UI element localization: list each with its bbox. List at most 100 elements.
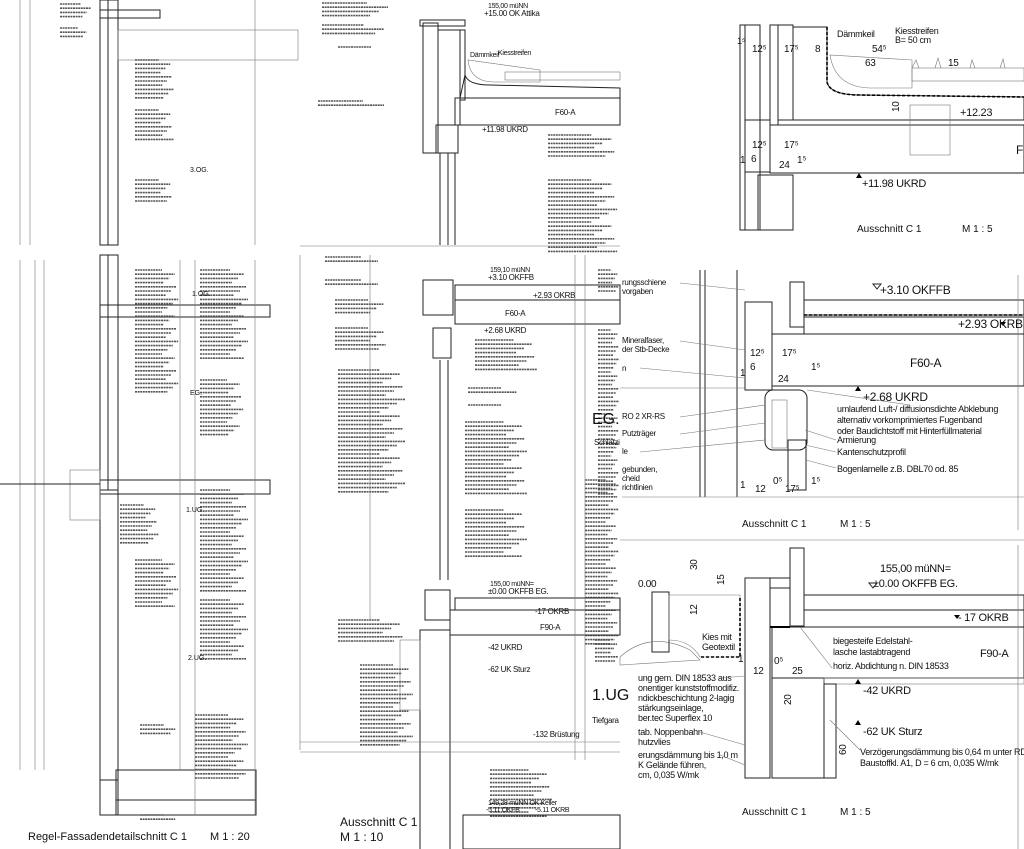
wall-section-m10-panel: 159,10 müNN +3.10 OKFFB +2.93 OKRB F60-A…: [299, 255, 629, 849]
dim-label: 17⁵: [782, 348, 797, 359]
lower-ukrd-label: -42 UKRD: [488, 643, 523, 652]
annotation: richtlinien: [622, 483, 653, 492]
slab-label-partial: F: [1016, 143, 1023, 157]
roof-detail-m5-panel: Dämmkeil Kiesstreifen B= 50 cm 54⁵ 63 15…: [737, 24, 1024, 235]
annotation: erungsdämmung bis 1,0 m: [638, 750, 738, 760]
gravel-label: Geotextil: [702, 642, 735, 652]
base-detail-caption: Ausschnitt C 1: [742, 807, 807, 818]
dim-label: 1⁵: [811, 362, 820, 373]
gravel-width-label: B= 50 cm: [895, 35, 931, 45]
okrb-label: - 17 OKRB: [958, 612, 1009, 624]
dim-label: 8: [815, 44, 821, 55]
gravel-label: Kies mit: [702, 632, 732, 642]
dim-label: 1: [740, 368, 746, 379]
dim-label: 17⁵: [784, 140, 799, 151]
facade-title: Regel-Fassadendetailschnitt C 1: [28, 831, 187, 843]
annotation: cheid: [622, 474, 640, 483]
left-annotation-list: rungsschiene vorgaben Mineralfaser, der …: [622, 278, 670, 492]
annotation: RO 2 XR-RS: [622, 412, 665, 421]
floor-label-2ug: 2.UG.: [188, 655, 206, 662]
dim-label: 17⁵: [785, 484, 800, 495]
floor-label-1og: 1.OG.: [192, 291, 211, 298]
annotation: umlaufend Luft-/ diffusionsdichte Abkleb…: [837, 404, 998, 414]
annotation: Kantenschutzprofil: [837, 447, 906, 457]
annotation: tab. Noppenbahn: [638, 727, 703, 737]
cellar-okfb-label: -5.11 OKFB: [486, 807, 520, 814]
dim-label: 1: [738, 654, 744, 665]
lower-okrb-label: -17 OKRB: [535, 607, 569, 616]
annotation: cm, 0,035 W/mk: [638, 770, 700, 780]
base-detail-scale: M 1 : 5: [840, 807, 871, 818]
roof-detail-scale: M 1 : 5: [962, 224, 993, 235]
ukrd-label: +11.98 UKRD: [862, 178, 926, 190]
room-label-tiefgarage: Tiefgara: [592, 716, 620, 725]
lower-sturz-label: -62 UK Sturz: [488, 665, 530, 674]
gravel-strip-label: Kiesstreifen: [498, 50, 531, 57]
ukrd-label: +2.68 UKRD: [863, 390, 928, 404]
slab-label: F60-A: [555, 108, 576, 117]
dim-label: 12⁵: [752, 140, 767, 151]
sturz-label: -62 UK Sturz: [863, 726, 922, 738]
annotation: alternativ vorkomprimiertes Fugenband: [837, 415, 982, 425]
okffb-label: +3.10 OKFFB: [880, 283, 951, 297]
dim-label: 12: [755, 484, 766, 495]
ground-level-label: 0.00: [638, 579, 657, 590]
base-detail-m5-panel: 155,00 müNN= ±0.00 OKFFB EG. 0.00 - 17 O…: [619, 539, 1024, 849]
dim-label: 1⁵: [797, 155, 806, 166]
dim-label: 17⁵: [784, 44, 799, 55]
attika-level-label: +15.00 OK Attika: [484, 9, 540, 18]
dim-label: 6: [750, 362, 756, 373]
slab-label: F90-A: [980, 648, 1009, 660]
dim-label: 12: [753, 666, 764, 677]
annotation: gebunden,: [622, 465, 657, 474]
floor-label-1ug: 1.UG.: [186, 507, 204, 514]
annotation: stärkungseinlage,: [638, 703, 703, 713]
upper-ukrd-label: +2.68 UKRD: [484, 326, 527, 335]
annotation: Verzögerungsdämmung bis 0,64 m unter RD,: [860, 747, 1024, 757]
annotation: hutzvlies: [638, 737, 671, 747]
dim-label: 12⁵: [750, 348, 765, 359]
floor-label-3og: 3.OG.: [190, 167, 209, 174]
annotation: ndickbeschichtung 2-lagig: [638, 693, 734, 703]
dim-label: 15: [716, 574, 727, 585]
upper-nn-label: 159,10 müNN: [490, 267, 530, 274]
gravel-strip-label: Kiesstreifen: [895, 26, 939, 36]
section-m10-scale: M 1 : 10: [340, 830, 384, 844]
dim-label: 0⁵: [773, 476, 782, 487]
upper-okffb-label: +3.10 OKFFB: [488, 273, 534, 282]
dim-label: 10: [891, 101, 902, 112]
annotation: ber.tec Superflex 10: [638, 713, 712, 723]
left-annotation-list: ung gem. DIN 18533 aus onentiger kunstst…: [638, 673, 739, 780]
facade-section-panel: 3.OG. 1.OG. EG. 1.UG. 2.UG. Regel-Fassad…: [0, 0, 299, 843]
dim-label: 24: [779, 160, 790, 171]
room-label-schlafzimmer: Schlafzi: [594, 438, 620, 447]
annotation: oder Baudichtstoff mit Hinterfüllmateria…: [837, 426, 982, 436]
dim-label: 63: [865, 58, 876, 69]
annotation: rungsschiene: [622, 278, 667, 287]
annotation: lasche lastabtragend: [833, 647, 910, 657]
facade-scale: M 1 : 20: [210, 831, 250, 843]
annotation: Armierung: [837, 435, 876, 445]
annotation: Mineralfaser,: [622, 336, 664, 345]
dim-label: 25: [792, 666, 803, 677]
annotation: ung gem. DIN 18533 aus: [638, 673, 732, 683]
lower-okffb-label: ±0.00 OKFFB EG.: [488, 587, 548, 596]
annotation: Bogenlamelle z.B. DBL70 od. 85: [837, 464, 958, 474]
cellar-nn-label: 149,28 müNN OK Keller: [488, 800, 558, 807]
okrb-label: +2.93 OKRB: [958, 317, 1023, 331]
cellar-okrb-label: -5.11 OKRB: [535, 807, 570, 814]
floor-label-eg: EG.: [190, 390, 202, 397]
annotation: der Stb-Decke: [622, 345, 670, 354]
wedge-label: Dämmkeil: [837, 29, 875, 39]
upper-slab-label: F60-A: [505, 309, 526, 318]
right-annotation-list: umlaufend Luft-/ diffusionsdichte Abkleb…: [837, 404, 999, 474]
annotation: horiz. Abdichtung n. DIN 18533: [833, 661, 949, 671]
wedge-label: Dämmkeil: [470, 52, 499, 59]
section-m10-caption: Ausschnitt C 1: [340, 815, 418, 829]
annotation: Putzträger: [622, 429, 657, 438]
dim-label: 15: [948, 58, 959, 69]
dim-label: 12: [689, 604, 700, 615]
annotation: Baustoffkl. A1, D = 6 cm, 0,035 W/mk: [860, 758, 999, 768]
